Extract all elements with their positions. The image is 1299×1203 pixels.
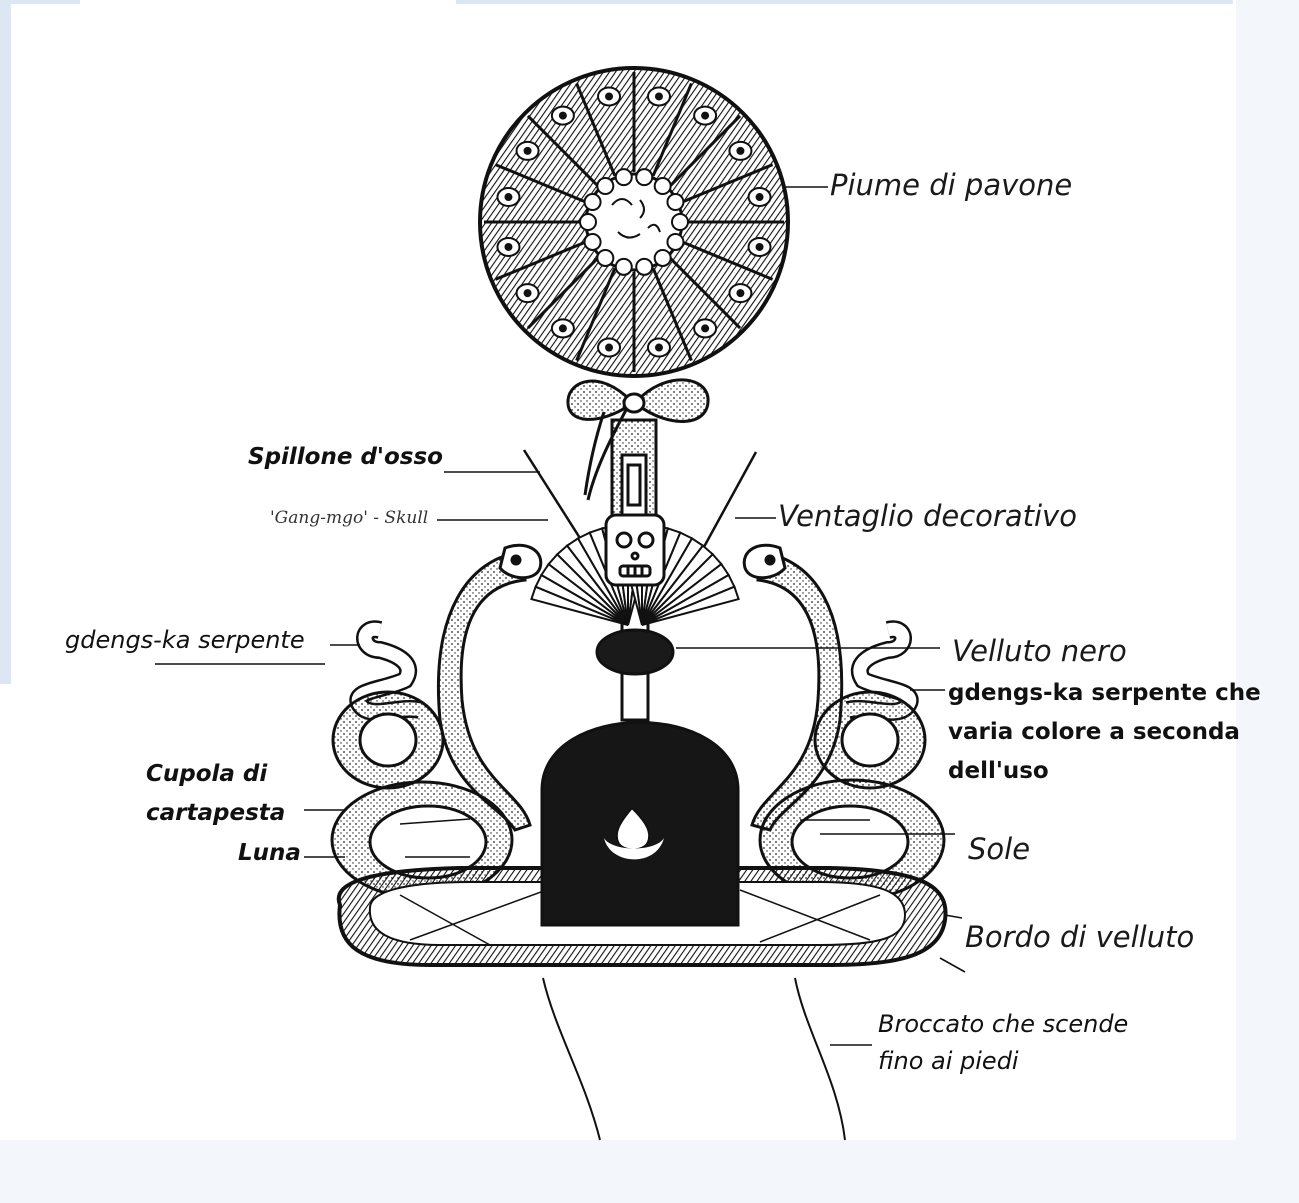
left-band	[0, 0, 11, 684]
peacock-feather-disc	[478, 66, 790, 378]
serpent-left	[330, 543, 543, 900]
label-peacock-feathers: Piume di pavone	[830, 168, 1073, 202]
brocade-line-right	[794, 977, 846, 1141]
label-sun: Sole	[968, 832, 1031, 866]
label-bone-pin: Spillone d'osso	[248, 444, 443, 470]
label-moon: Luna	[238, 840, 301, 866]
ribbon-bow	[566, 378, 710, 501]
label-papier-mache-dome: Cupola di cartapesta	[146, 761, 286, 826]
papier-mache-dome	[540, 721, 740, 927]
top-right-band	[456, 0, 1233, 4]
label-brocade: Broccato che scende fino ai piedi	[878, 1010, 1129, 1075]
top-left-band	[0, 0, 80, 4]
label-decorative-fan: Ventaglio decorativo	[778, 499, 1077, 533]
skull	[604, 513, 666, 587]
label-serpent-right: gdengs-ka serpente che varia colore a se…	[948, 680, 1261, 784]
black-velvet-band	[595, 628, 675, 676]
label-black-velvet: Velluto nero	[952, 634, 1127, 668]
leader-lines	[155, 186, 966, 1046]
right-band	[1236, 0, 1299, 1203]
label-serpent-left: gdengs-ka serpente	[65, 626, 305, 654]
serpent-right	[742, 543, 946, 902]
label-velvet-border: Bordo di velluto	[965, 920, 1195, 954]
brocade-line-left	[542, 977, 601, 1141]
bottom-band	[0, 1140, 1299, 1203]
label-skull: 'Gang-mgo' - Skull	[270, 508, 429, 528]
